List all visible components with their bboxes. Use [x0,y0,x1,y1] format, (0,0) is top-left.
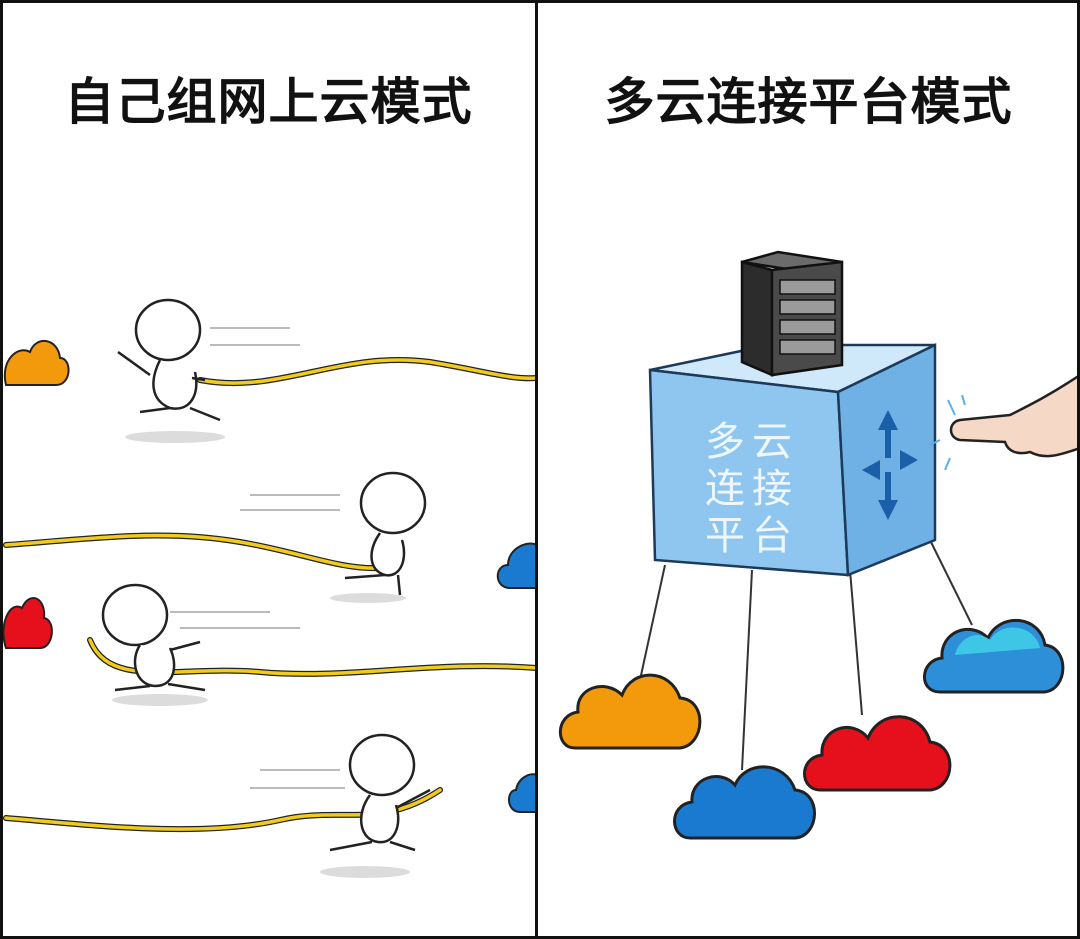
cube-label-char-1: 多 [705,419,745,465]
router-arrows-icon [862,410,918,520]
left-panel: 自己组网上云模式 [0,0,537,939]
cube-label-char-5: 平 [705,513,745,559]
cube-label-char-3: 连 [705,466,745,512]
orange-cloud-left [3,340,70,386]
left-panel-illustration [2,298,537,878]
panel-divider [535,0,538,939]
cube-label: 多 云 连 接 平 台 [705,419,792,559]
cyan-cloud [923,619,1065,694]
spark-lines [929,394,966,471]
cube-label-char-2: 云 [752,419,792,465]
pointing-hand-icon [949,373,1080,458]
orange-cloud [558,673,702,750]
blue-cloud-right-upper [496,542,537,589]
speed-lines [170,327,345,789]
server-icon [740,250,844,377]
cube-label-char-6: 台 [752,513,792,559]
red-cloud [803,715,952,792]
red-cloud-left [2,597,53,649]
connection-lines [639,539,973,771]
left-panel-title: 自己组网上云模式 [64,73,473,131]
runner-figure-1 [117,298,225,443]
blue-cloud-right-lower [508,773,537,813]
right-panel-title: 多云连接平台模式 [604,73,1013,131]
right-panel-illustration: 多 云 连 接 平 台 [558,250,1080,840]
runner-figure-3 [101,583,208,706]
runner-figure-2 [330,471,427,603]
fiber-cables [3,356,537,833]
blue-cloud [673,765,816,840]
right-panel: 多云连接平台模式 多 云 连 接 平 台 [537,0,1080,939]
cube-label-char-4: 接 [752,466,792,512]
runner-figure-4 [320,733,431,878]
